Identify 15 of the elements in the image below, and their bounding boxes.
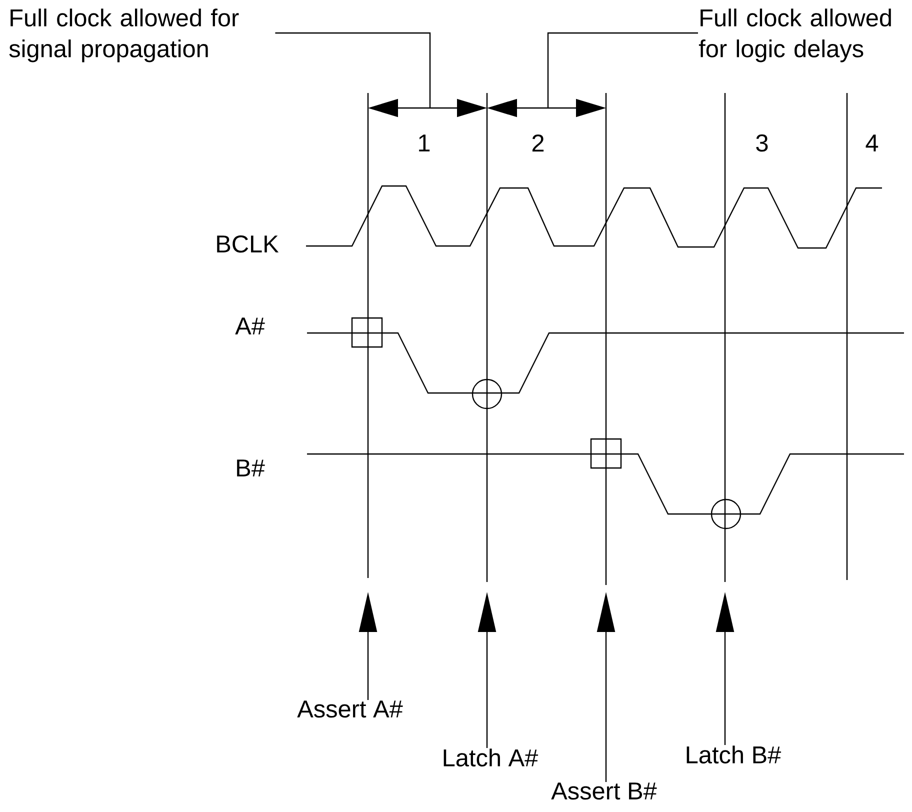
signal-name: BCLK: [217, 235, 279, 253]
cycle-number: 2: [532, 134, 544, 152]
signal-name: B#: [237, 460, 265, 476]
callout-text: Assert A#: [297, 700, 403, 718]
callout-text: Assert B#: [551, 782, 657, 800]
callout-text: Latch A#: [444, 748, 538, 767]
callout-text: Latch B#: [686, 746, 782, 764]
signal-name: A#: [235, 318, 265, 334]
cycle-number: 3: [756, 134, 768, 152]
cycle-number: 1: [419, 134, 430, 152]
leader-line: [275, 32, 431, 108]
cycle-number: 4: [866, 134, 878, 152]
callout-text: Full clock allowed for signal propagation: [9, 8, 239, 62]
leader-line: [547, 32, 698, 108]
callout-text: Full clock allowed for logic delays: [698, 8, 891, 62]
